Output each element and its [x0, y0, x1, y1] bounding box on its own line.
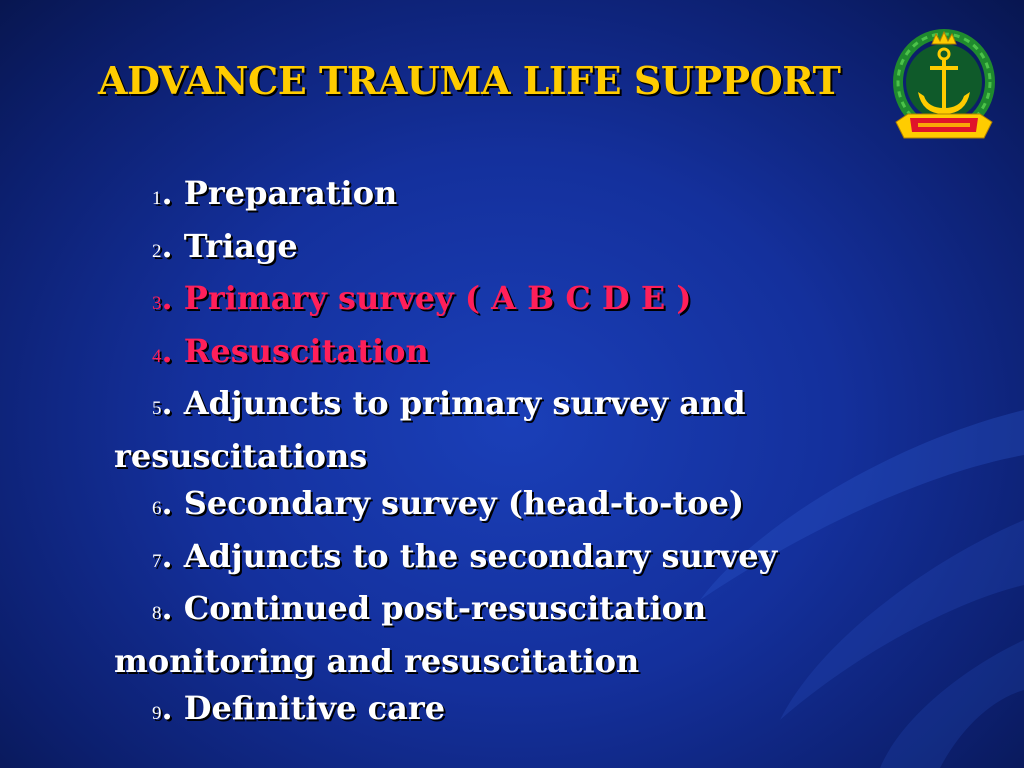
- item-text: Preparation: [183, 174, 398, 212]
- item-text: Definitive care: [183, 689, 446, 727]
- item-continuation: resuscitations: [114, 436, 368, 475]
- list-item: 2. Triage: [152, 226, 298, 265]
- item-number: 6: [152, 498, 162, 519]
- list-item: 6. Secondary survey (head-to-toe): [152, 484, 745, 522]
- slide-title: ADVANCE TRAUMA LIFE SUPPORT: [98, 58, 841, 103]
- item-number: 9: [152, 703, 162, 724]
- atls-steps-list: 1. Preparation 2. Triage 3. Primary surv…: [114, 170, 992, 738]
- item-text: Adjuncts to the secondary survey: [183, 536, 778, 575]
- item-number: 5: [152, 398, 162, 419]
- navy-anchor-emblem-icon: [893, 29, 995, 139]
- item-text: Primary survey ( A B C D E ): [183, 279, 692, 317]
- item-text: Triage: [183, 226, 298, 265]
- item-text: Secondary survey (head-to-toe): [183, 484, 745, 522]
- list-item: 7. Adjuncts to the secondary survey: [152, 536, 778, 575]
- item-number: 2: [152, 240, 162, 262]
- item-number: 1: [152, 188, 162, 209]
- list-item: 5. Adjuncts to primary survey and resusc…: [114, 380, 992, 480]
- item-continuation: monitoring and resuscitation: [114, 641, 640, 680]
- item-text: Resuscitation: [183, 331, 429, 370]
- item-number: 4: [152, 345, 162, 367]
- list-item: 3. Primary survey ( A B C D E ): [152, 279, 692, 317]
- item-text: Adjuncts to primary survey and: [183, 384, 746, 422]
- item-number: 7: [152, 550, 162, 572]
- item-number: 3: [152, 293, 162, 314]
- list-item: 8. Continued post-resuscitation monitori…: [114, 585, 992, 685]
- item-text: Continued post-resuscitation: [183, 589, 707, 627]
- list-item: 4. Resuscitation: [152, 331, 429, 370]
- list-item: 9. Definitive care: [152, 689, 446, 727]
- list-item: 1. Preparation: [152, 174, 398, 212]
- item-number: 8: [152, 603, 162, 624]
